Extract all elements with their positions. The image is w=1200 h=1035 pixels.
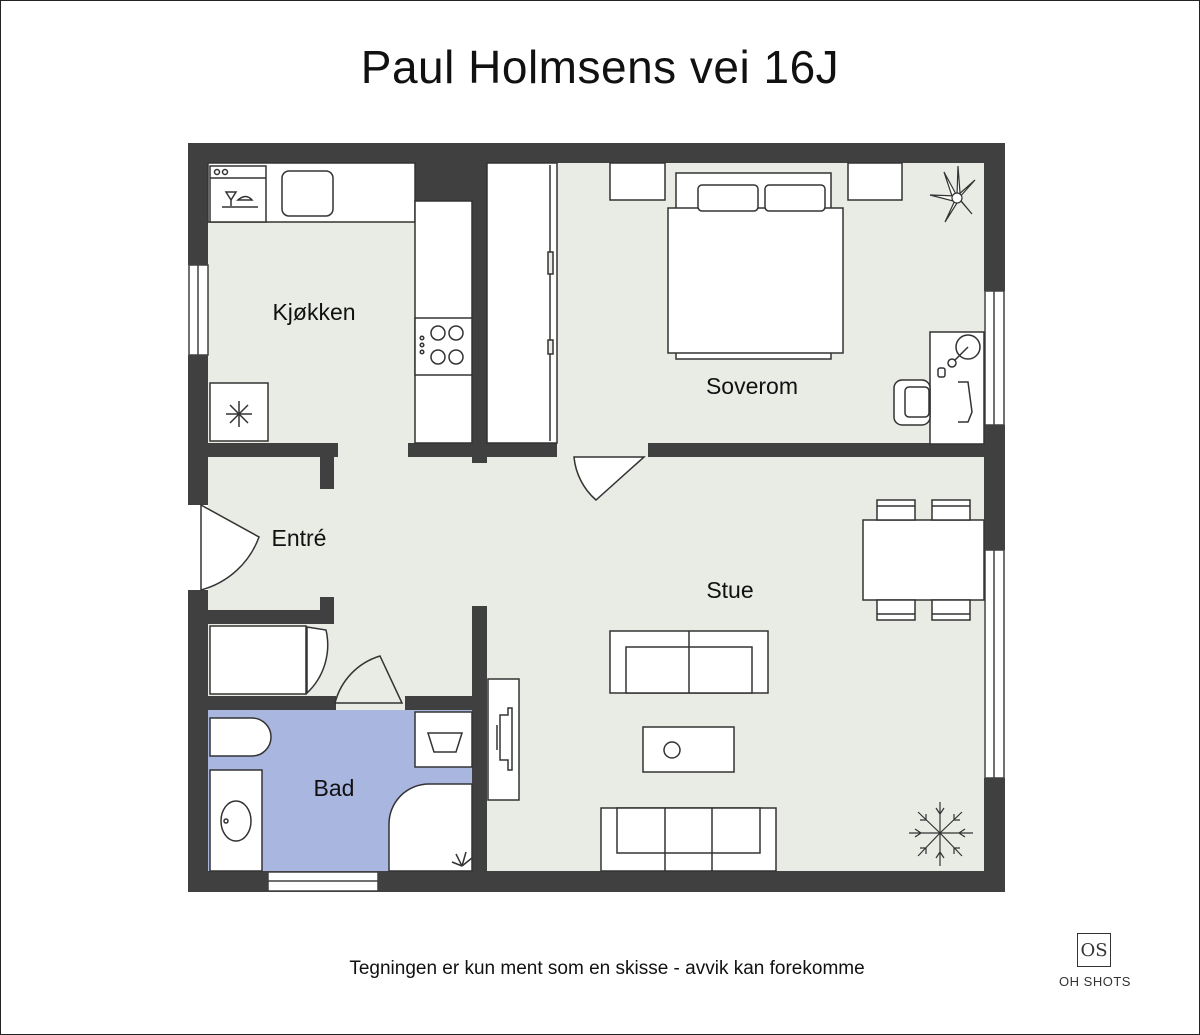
windows bbox=[188, 264, 1005, 892]
room-label-entrance: Entré bbox=[272, 525, 327, 551]
bedroom-fixtures bbox=[486, 162, 985, 445]
snowflake-icon bbox=[226, 401, 252, 427]
page-title: Paul Holmsens vei 16J bbox=[360, 41, 840, 93]
storage-cupboard bbox=[209, 625, 307, 695]
doors bbox=[200, 456, 646, 704]
walls bbox=[188, 143, 1005, 892]
room-label-kitchen: Kjøkken bbox=[272, 299, 355, 325]
bathroom-fixtures bbox=[209, 711, 473, 872]
logo-icon: OS bbox=[1077, 933, 1111, 967]
kitchen-fixtures bbox=[207, 162, 473, 444]
plant-icon bbox=[929, 165, 976, 223]
living-furniture bbox=[487, 499, 985, 872]
room-label-living: Stue bbox=[706, 577, 753, 603]
disclaimer-text: Tegningen er kun ment som en skisse - av… bbox=[349, 958, 865, 979]
logo-name: OH SHOTS bbox=[1059, 974, 1131, 989]
large-plant-icon bbox=[909, 802, 973, 866]
room-label-bath: Bad bbox=[314, 775, 355, 801]
logo-mark: OS bbox=[1080, 939, 1108, 961]
room-label-bedroom: Soverom bbox=[706, 373, 798, 399]
